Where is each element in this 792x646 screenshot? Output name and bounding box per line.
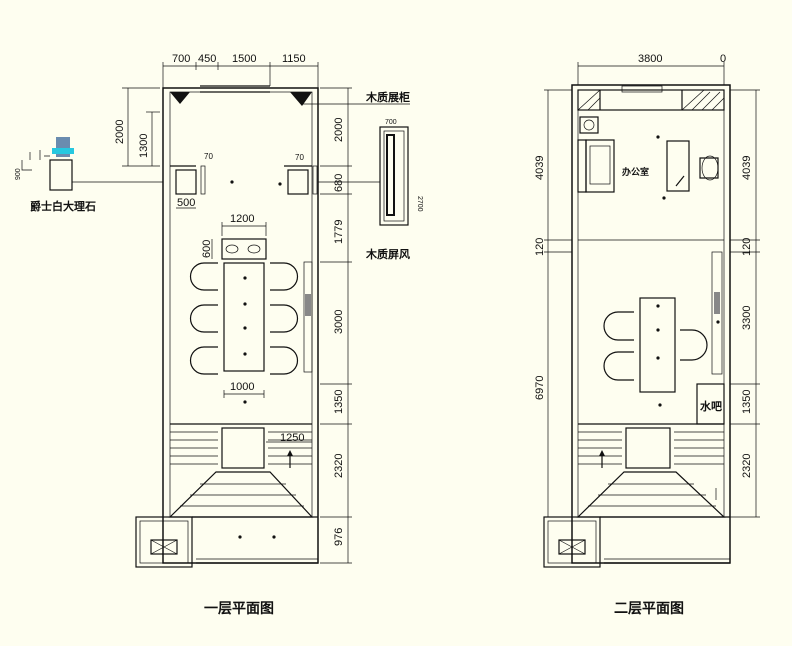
label-cabinet: 木质展柜	[365, 90, 410, 104]
floor1-chair	[270, 262, 299, 375]
floor1-porch	[135, 516, 193, 568]
floor1-dining-table	[223, 262, 265, 372]
dim-text: 600	[201, 240, 213, 258]
dim-text: 120	[741, 238, 753, 256]
dim-text: 4039	[741, 156, 753, 180]
dim-text: 70	[204, 152, 213, 161]
dim-text: 450	[198, 53, 216, 65]
dim-text: 1350	[741, 390, 753, 414]
dim-text: 2000	[333, 118, 345, 142]
dim-text: 1250	[280, 432, 304, 444]
dim-text: 900	[15, 168, 22, 180]
floor2-plan: 办公室 水吧	[534, 53, 760, 616]
dim-text: 1300	[138, 134, 150, 158]
dim-text: 1779	[333, 220, 345, 244]
floor1-light-points	[230, 180, 282, 539]
dim-text: 4039	[534, 156, 546, 180]
floor1-corner-mark	[170, 92, 190, 104]
dim-text: 976	[333, 528, 345, 546]
floor1-chair	[189, 262, 218, 375]
floor2-dims-right: 4039 120 3300 1350 2320	[730, 89, 760, 518]
floor1-display-box-left	[175, 169, 197, 195]
floor1-corner-mark	[290, 92, 312, 106]
floor1-screen-detail: 700 2700 木质屏风	[318, 119, 423, 261]
floor1-marble-stand: 900 爵士白大理石	[15, 137, 163, 213]
floor1-display-box-right	[287, 169, 309, 195]
dim-text: 2320	[741, 454, 753, 478]
floor1-meter-box	[150, 539, 178, 555]
floor2-stairs	[576, 423, 726, 518]
floor2-light-points	[656, 135, 720, 407]
dim-text: 3300	[741, 306, 753, 330]
dim-text: 700	[385, 119, 397, 126]
dim-text: 1350	[333, 390, 345, 414]
dim-text: 1500	[232, 53, 256, 65]
floor2-meeting-table	[603, 297, 708, 393]
dim-text: 1150	[282, 53, 306, 65]
dim-text: 70	[295, 153, 304, 162]
dim-text: 680	[333, 174, 345, 192]
dim-text: 700	[172, 53, 190, 65]
dim-text: 1000	[230, 381, 254, 393]
floor1-title: 一层平面图	[204, 600, 274, 616]
floor1-dims-right: 2000 680 1779 3000 1350 2320 976	[320, 87, 352, 564]
floor1-plan: 700 450 1500 1150 2000 680 1779 3000 135…	[15, 53, 423, 616]
dim-text: 500	[177, 197, 195, 209]
label-stone: 爵士白大理石	[30, 199, 96, 213]
dim-text: 2700	[416, 196, 423, 212]
dim-text: 1200	[230, 213, 254, 225]
label-office: 办公室	[622, 166, 649, 177]
dim-text: 120	[534, 238, 546, 256]
dim-text: 3800	[638, 53, 662, 65]
dim-text: 6970	[534, 376, 546, 400]
label-screen: 木质屏风	[365, 247, 410, 261]
floor2-office-furniture: 办公室	[577, 116, 719, 193]
dim-text: 0	[720, 53, 726, 65]
floor2-outer-wall	[571, 84, 731, 564]
label-bar: 水吧	[700, 399, 722, 413]
dim-text: 2000	[114, 120, 126, 144]
floor2-dims-top: 3800 0	[577, 53, 726, 85]
dim-text: 2320	[333, 454, 345, 478]
floor2-top-cabinet	[577, 85, 725, 111]
dim-text: 3000	[333, 310, 345, 334]
floor2-dims-left: 4039 120 6970	[534, 89, 572, 518]
floor2-title: 二层平面图	[614, 600, 684, 616]
floor1-sideboard	[221, 238, 267, 260]
floor2-inner-wall	[577, 89, 725, 518]
floor1-stairs	[168, 423, 314, 518]
floor1-dims-left: 2000 1300	[114, 87, 160, 167]
floor1-dims-top: 700 450 1500 1150	[162, 53, 319, 88]
